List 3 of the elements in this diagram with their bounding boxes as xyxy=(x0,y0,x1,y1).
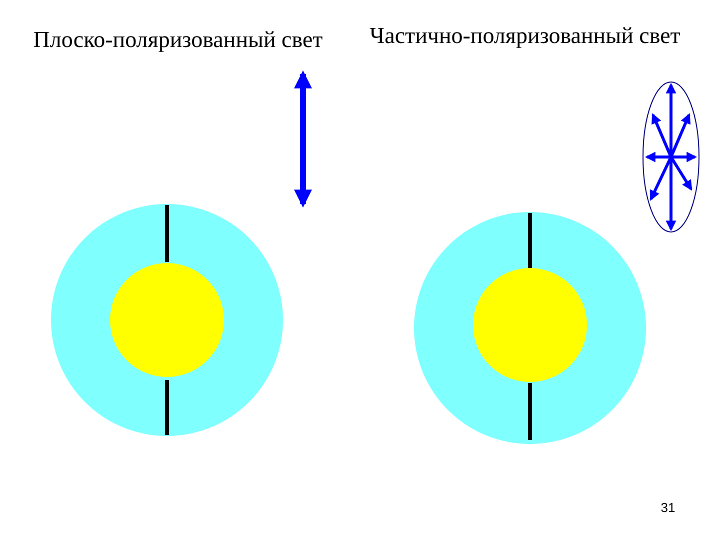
page-number: 31 xyxy=(660,499,676,517)
caption-text: Плоско-поляризованный свет xyxy=(32,26,324,54)
caption-text: Частично-поляризованный свет xyxy=(368,22,682,50)
